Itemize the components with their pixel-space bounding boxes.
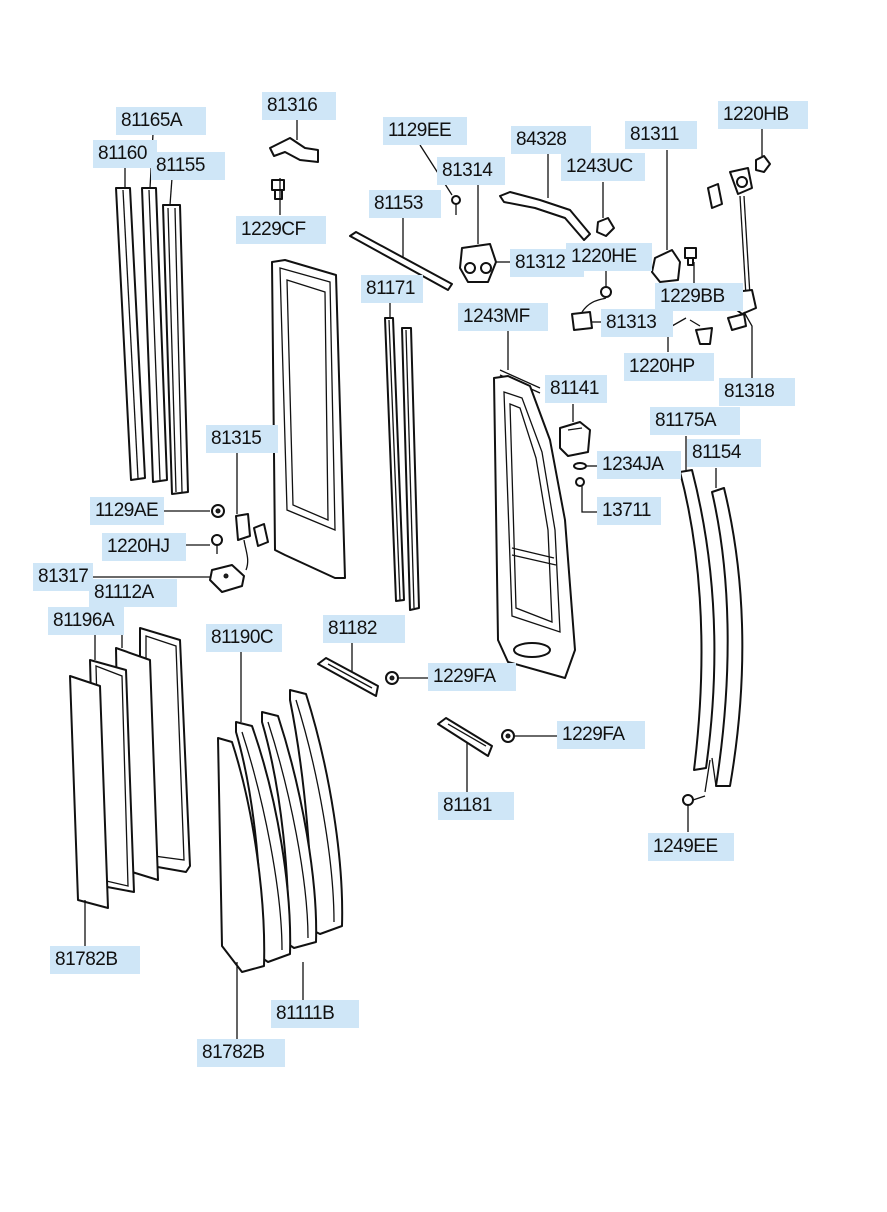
label-81316: 81316 xyxy=(262,92,336,120)
label-81182: 81182 xyxy=(323,615,405,643)
glass-81782B-left xyxy=(69,675,109,909)
strip-81154 xyxy=(711,487,744,787)
label-81165A: 81165A xyxy=(116,107,206,135)
label-1243UC: 1243UC xyxy=(561,153,645,181)
washer-1234JA xyxy=(573,462,587,470)
label-81782B-mid: 81782B xyxy=(197,1039,285,1067)
bolt-1229BB xyxy=(684,247,697,266)
label-1243MF: 1243MF xyxy=(458,303,548,331)
label-1249EE: 1249EE xyxy=(648,833,734,861)
bolt-13711 xyxy=(575,477,585,487)
glass-81782B-mid xyxy=(217,737,266,973)
strip-81175A xyxy=(679,469,716,771)
label-1229BB: 1229BB xyxy=(655,283,743,311)
label-81311: 81311 xyxy=(625,121,697,149)
bracket-81311 xyxy=(651,249,681,283)
track-81182 xyxy=(317,657,379,697)
label-1229FA-a: 1229FA xyxy=(428,663,516,691)
label-1220HJ: 1220HJ xyxy=(102,533,186,561)
label-81317: 81317 xyxy=(33,563,93,591)
label-81171: 81171 xyxy=(361,275,423,303)
channel-81171 xyxy=(384,317,420,611)
door-frame xyxy=(493,375,576,679)
label-1220HE: 1220HE xyxy=(566,243,652,271)
rod-81153 xyxy=(349,231,453,291)
track-81181 xyxy=(437,717,493,757)
label-1229CF: 1229CF xyxy=(236,216,326,244)
label-81155: 81155 xyxy=(151,152,225,180)
label-81782B-left: 81782B xyxy=(50,946,140,974)
hinge-81312 xyxy=(459,243,497,283)
label-81315: 81315 xyxy=(206,425,278,453)
label-81153: 81153 xyxy=(369,190,441,218)
bracket-81315 xyxy=(235,513,269,571)
weatherstrip-81165A xyxy=(141,187,168,483)
bolt-1129AE xyxy=(211,504,225,518)
label-84328: 84328 xyxy=(511,126,591,154)
bolt-1220HE xyxy=(600,286,612,298)
label-81112A: 81112A xyxy=(89,579,177,607)
label-1220HP: 1220HP xyxy=(624,353,714,381)
door-panel xyxy=(271,259,346,579)
label-81160: 81160 xyxy=(93,140,157,168)
label-81111B: 81111B xyxy=(271,1000,359,1028)
nut-1243UC xyxy=(596,217,615,237)
block-81141 xyxy=(559,421,591,457)
screw-1249EE xyxy=(682,794,706,806)
glass-81190C xyxy=(235,721,292,963)
label-1229FA-b: 1229FA xyxy=(557,721,645,749)
label-81190C: 81190C xyxy=(206,624,282,652)
label-81181: 81181 xyxy=(438,792,514,820)
plate-81313 xyxy=(571,297,607,331)
label-81313: 81313 xyxy=(601,309,673,337)
bolt-1229FA-b xyxy=(501,729,515,743)
bolt-1229FA-a xyxy=(385,671,399,685)
bar-84328 xyxy=(499,191,591,241)
frame-81190C-mid xyxy=(261,711,318,949)
bolt-1229CF xyxy=(271,179,285,200)
label-1129EE: 1129EE xyxy=(383,117,467,145)
nut-1220HB xyxy=(755,155,771,173)
label-1234JA: 1234JA xyxy=(597,451,681,479)
weatherstrip-81160 xyxy=(115,187,146,481)
label-81154: 81154 xyxy=(687,439,761,467)
label-81196A: 81196A xyxy=(48,607,124,635)
bracket-81316 xyxy=(269,137,319,163)
label-81141: 81141 xyxy=(545,375,607,403)
label-1220HB: 1220HB xyxy=(718,101,808,129)
label-81318: 81318 xyxy=(719,378,795,406)
label-81175A: 81175A xyxy=(650,407,740,435)
screw-1129EE xyxy=(451,195,461,215)
screw-1220HJ xyxy=(211,534,223,554)
block-81317 xyxy=(209,564,245,593)
label-81314: 81314 xyxy=(437,157,505,185)
label-13711: 13711 xyxy=(597,497,661,525)
frame-81190C-rear xyxy=(289,689,344,935)
weatherstrip-81155 xyxy=(162,204,189,495)
label-1129AE: 1129AE xyxy=(90,497,164,525)
